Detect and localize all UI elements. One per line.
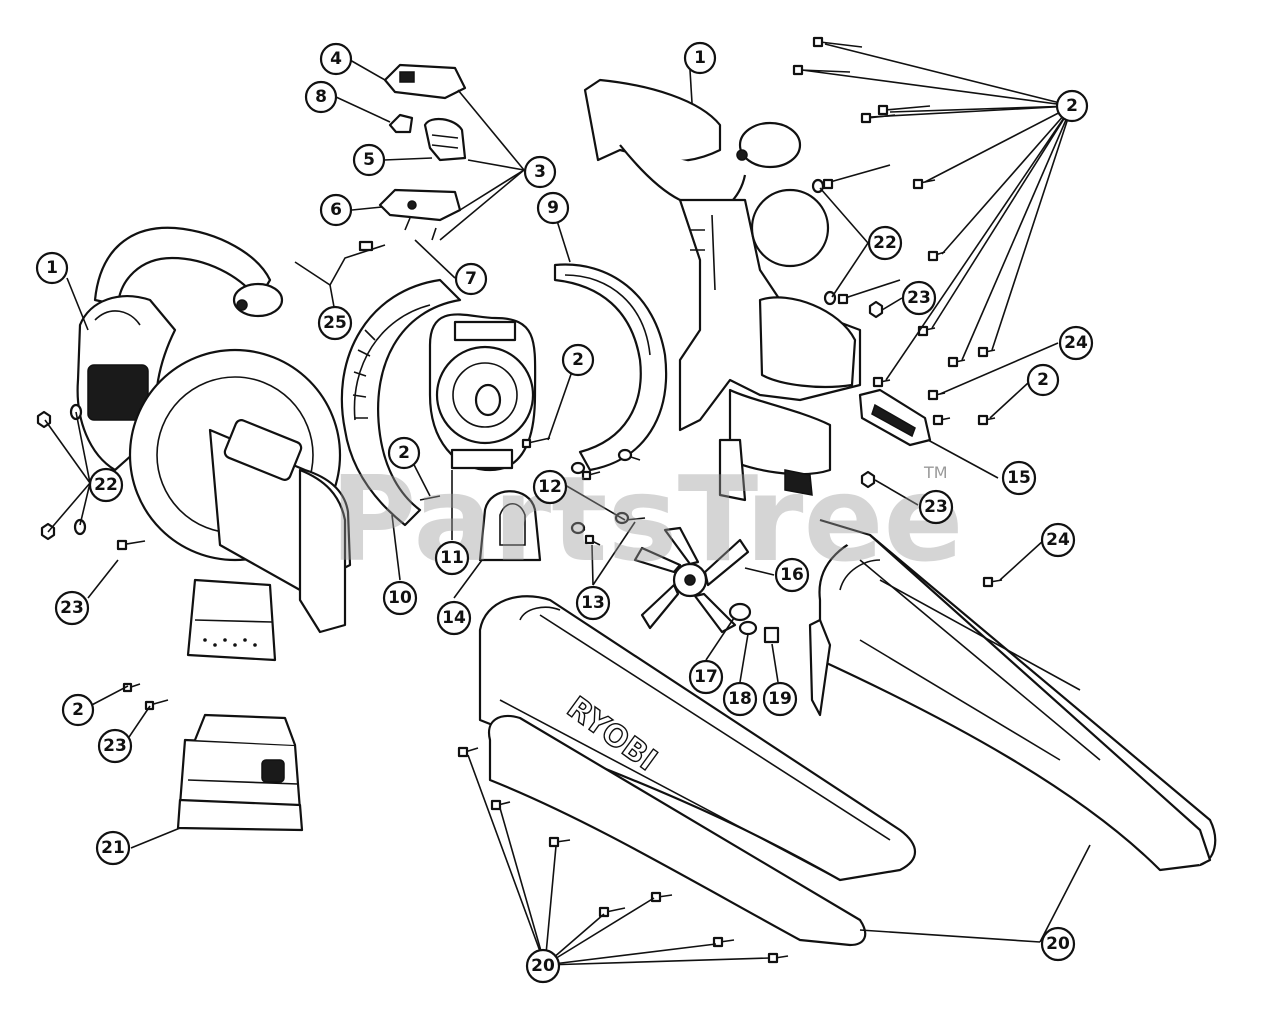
- callout-24a: 24: [1058, 325, 1094, 361]
- callout-label: 7: [465, 269, 477, 289]
- callout-1a: 1: [35, 251, 69, 285]
- callout-label: 10: [388, 588, 412, 608]
- callout-label: 4: [330, 49, 342, 69]
- motor: [428, 313, 537, 472]
- callout-11: 11: [434, 540, 470, 576]
- watermark-text: PartsTree: [330, 450, 964, 588]
- callout-20b: 20: [525, 948, 561, 984]
- switch-assembly: [378, 63, 467, 241]
- callout-label: 17: [694, 667, 718, 687]
- callout-label: 2: [398, 443, 410, 463]
- callout-label: 9: [547, 198, 559, 218]
- callout-16: 16: [774, 557, 810, 593]
- callout-label: 12: [538, 477, 562, 497]
- callout-label: 18: [728, 689, 752, 709]
- callout-8: 8: [304, 80, 338, 114]
- vent-grille: [87, 364, 149, 421]
- callout-4: 4: [319, 42, 353, 76]
- callout-label: 23: [103, 736, 127, 756]
- callout-21: 21: [95, 830, 131, 866]
- callout-label: 13: [581, 593, 605, 613]
- callout-label: 6: [330, 200, 342, 220]
- callout-2a: 2: [1055, 89, 1089, 123]
- callout-18: 18: [722, 681, 758, 717]
- callout-23c: 23: [54, 590, 90, 626]
- callout-label: 14: [442, 608, 466, 628]
- callout-2b: 2: [1026, 363, 1060, 397]
- callout-20a: 20: [1040, 926, 1076, 962]
- callout-label: 8: [315, 87, 327, 107]
- watermark-trademark: TM: [923, 463, 948, 482]
- callout-label: 11: [440, 548, 464, 568]
- callout-10: 10: [382, 580, 418, 616]
- screw-fan: [792, 36, 1003, 588]
- callout-label: 23: [907, 288, 931, 308]
- callout-label: 22: [94, 475, 118, 495]
- callout-label: 5: [363, 150, 375, 170]
- callout-19: 19: [762, 681, 798, 717]
- callout-13: 13: [575, 585, 611, 621]
- callout-6: 6: [319, 193, 353, 227]
- callout-14: 14: [436, 600, 472, 636]
- small-screws: [419, 437, 646, 546]
- callout-1b: 1: [683, 41, 717, 75]
- wire: [294, 244, 386, 287]
- callout-23a: 23: [901, 280, 937, 316]
- callout-label: 2: [572, 350, 584, 370]
- callout-label: 2: [72, 700, 84, 720]
- callout-label: 23: [924, 497, 948, 517]
- callout-label: 24: [1046, 530, 1070, 550]
- callout-label: 25: [323, 313, 347, 333]
- tube-screws: [457, 746, 789, 964]
- callout-label: 20: [531, 956, 555, 976]
- callout-3: 3: [523, 155, 557, 189]
- callout-label: 22: [873, 233, 897, 253]
- callout-2d: 2: [387, 436, 421, 470]
- battery-pack: [176, 713, 304, 832]
- callout-25: 25: [317, 305, 353, 341]
- callout-9: 9: [536, 191, 570, 225]
- callout-2e: 2: [61, 693, 95, 727]
- callout-label: 23: [60, 598, 84, 618]
- callout-label: 15: [1007, 468, 1031, 488]
- upper-housing: [583, 78, 862, 502]
- callout-label: 24: [1064, 333, 1088, 353]
- callout-23d: 23: [97, 728, 133, 764]
- callout-label: 19: [768, 689, 792, 709]
- callout-12: 12: [532, 469, 568, 505]
- callout-label: 2: [1037, 370, 1049, 390]
- callout-label: 1: [694, 48, 706, 68]
- callout-label: 20: [1046, 934, 1070, 954]
- assembled-blower-body: [36, 226, 352, 662]
- callout-label: 2: [1066, 96, 1078, 116]
- callout-22a: 22: [867, 225, 903, 261]
- leader-lines: [44, 43, 1091, 966]
- callout-label: 3: [534, 162, 546, 182]
- callout-5: 5: [352, 143, 386, 177]
- impeller: [633, 526, 750, 634]
- rear-cover: [340, 278, 462, 527]
- callout-label: 1: [46, 258, 58, 278]
- callout-24b: 24: [1040, 522, 1076, 558]
- callout-label: 16: [780, 565, 804, 585]
- callout-15: 15: [1001, 460, 1037, 496]
- tube-lower: RYOBI: [478, 595, 917, 947]
- callout-17: 17: [688, 659, 724, 695]
- tube-upper: [808, 518, 1217, 872]
- callout-7: 7: [454, 262, 488, 296]
- callout-2c: 2: [561, 343, 595, 377]
- callout-22b: 22: [88, 467, 124, 503]
- socket-dots: [203, 638, 257, 647]
- callout-label: 21: [101, 838, 125, 858]
- callout-23b: 23: [918, 489, 954, 525]
